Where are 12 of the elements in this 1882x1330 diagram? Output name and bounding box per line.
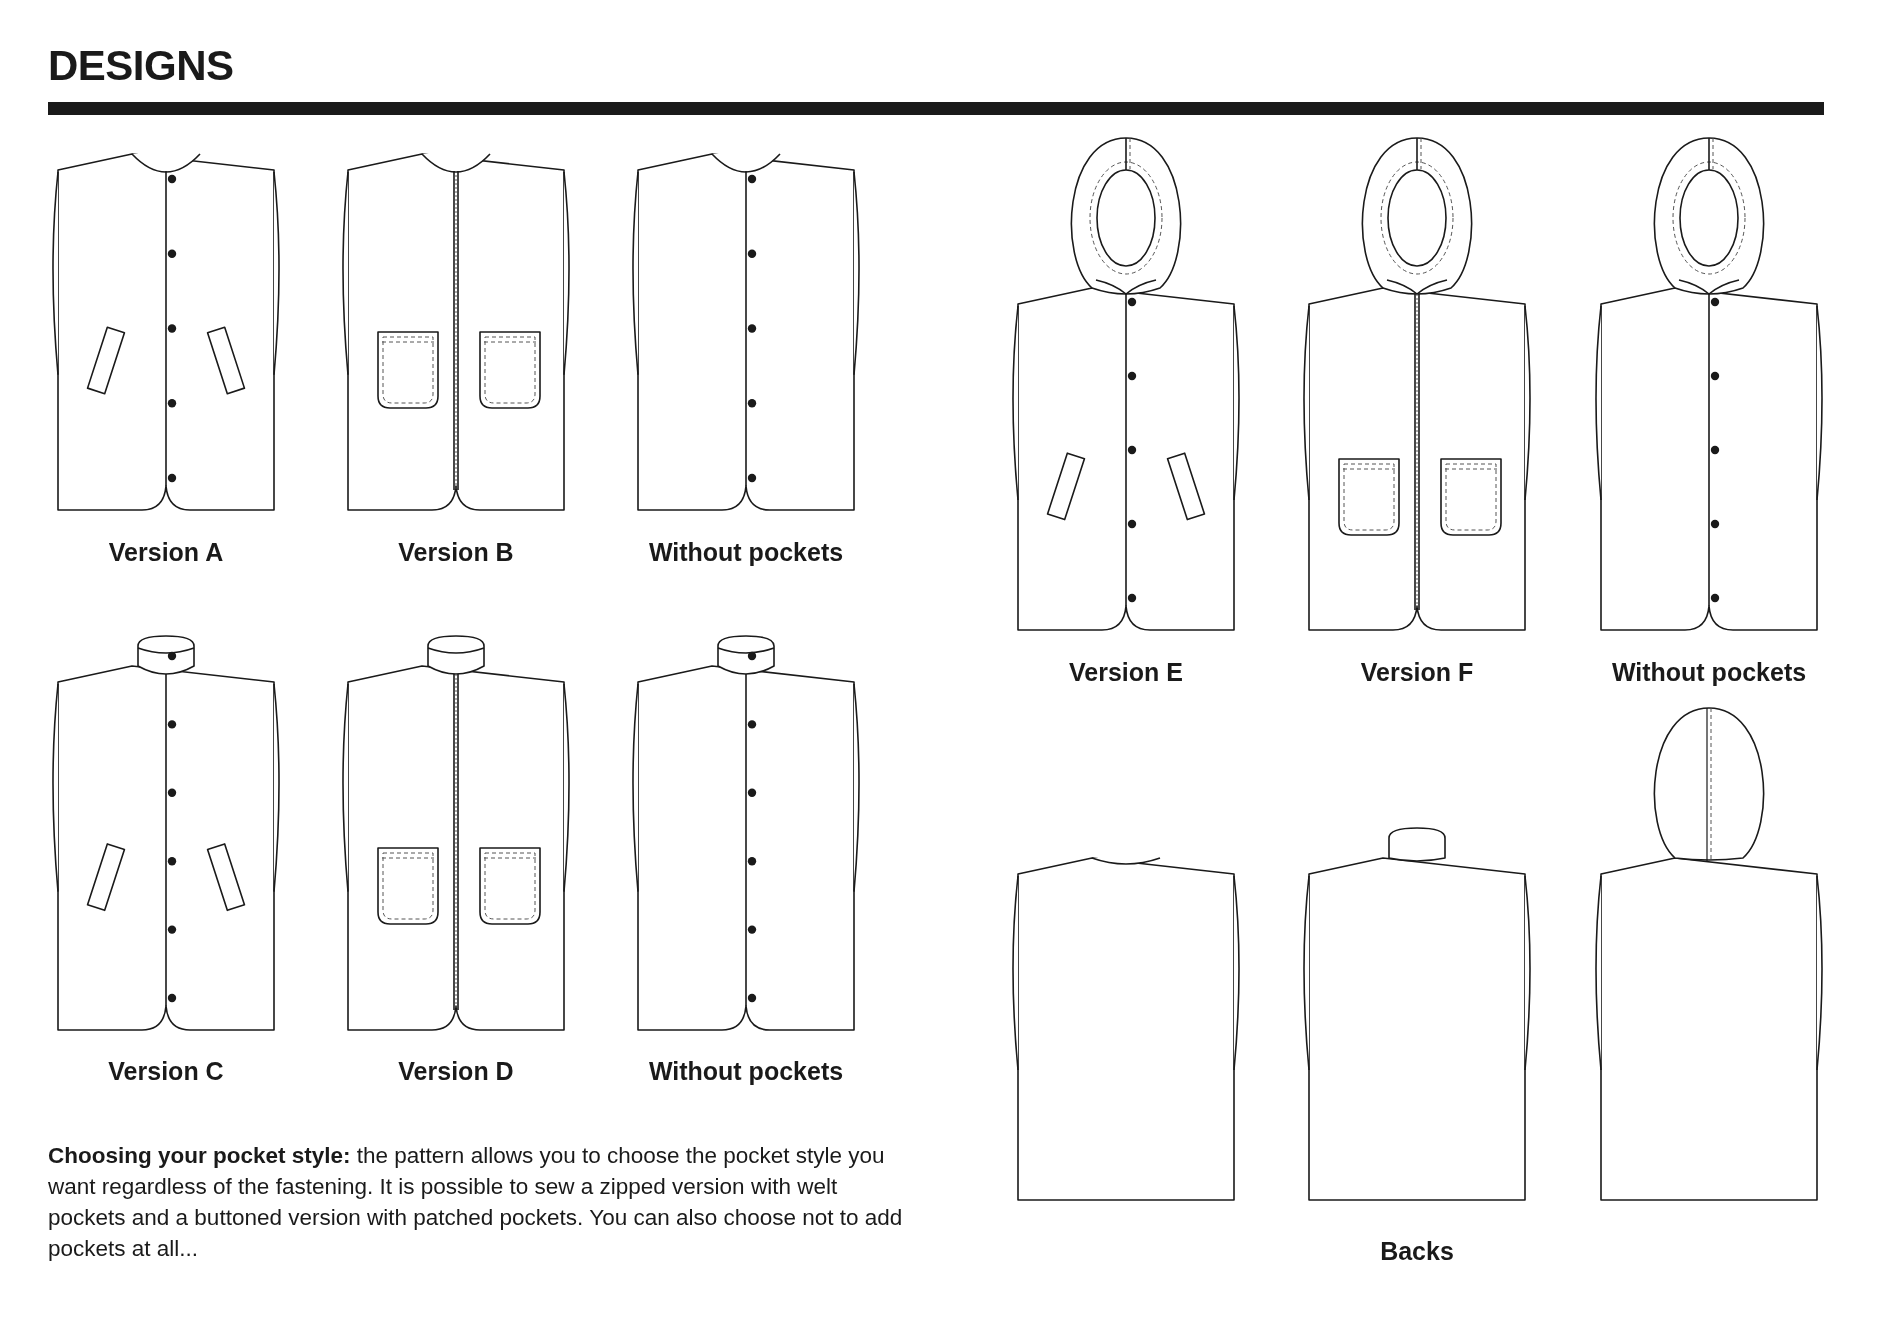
design-caption: Version E: [1068, 658, 1184, 687]
design-caption: Without pockets: [647, 1057, 845, 1086]
note-paragraph: Choosing your pocket style: the pattern allows you to choose the pocket style you want regardless of the fastening. It is possible to sew a zipped version with welt pockets and a buttoned version with patched pockets. You can also choose not to add pockets at all...: [48, 1142, 904, 1263]
design-caption: Version B: [397, 538, 515, 567]
design-caption: Version C: [107, 1057, 225, 1086]
design-caption: Without pockets: [1610, 658, 1808, 687]
design-caption: Without pockets: [647, 538, 845, 567]
design-caption: Version F: [1359, 658, 1475, 687]
design-caption: Version D: [397, 1057, 515, 1086]
design-caption: Version A: [107, 538, 225, 567]
design-caption: Backs: [1379, 1237, 1455, 1266]
page-title: DESIGNS: [48, 42, 234, 90]
